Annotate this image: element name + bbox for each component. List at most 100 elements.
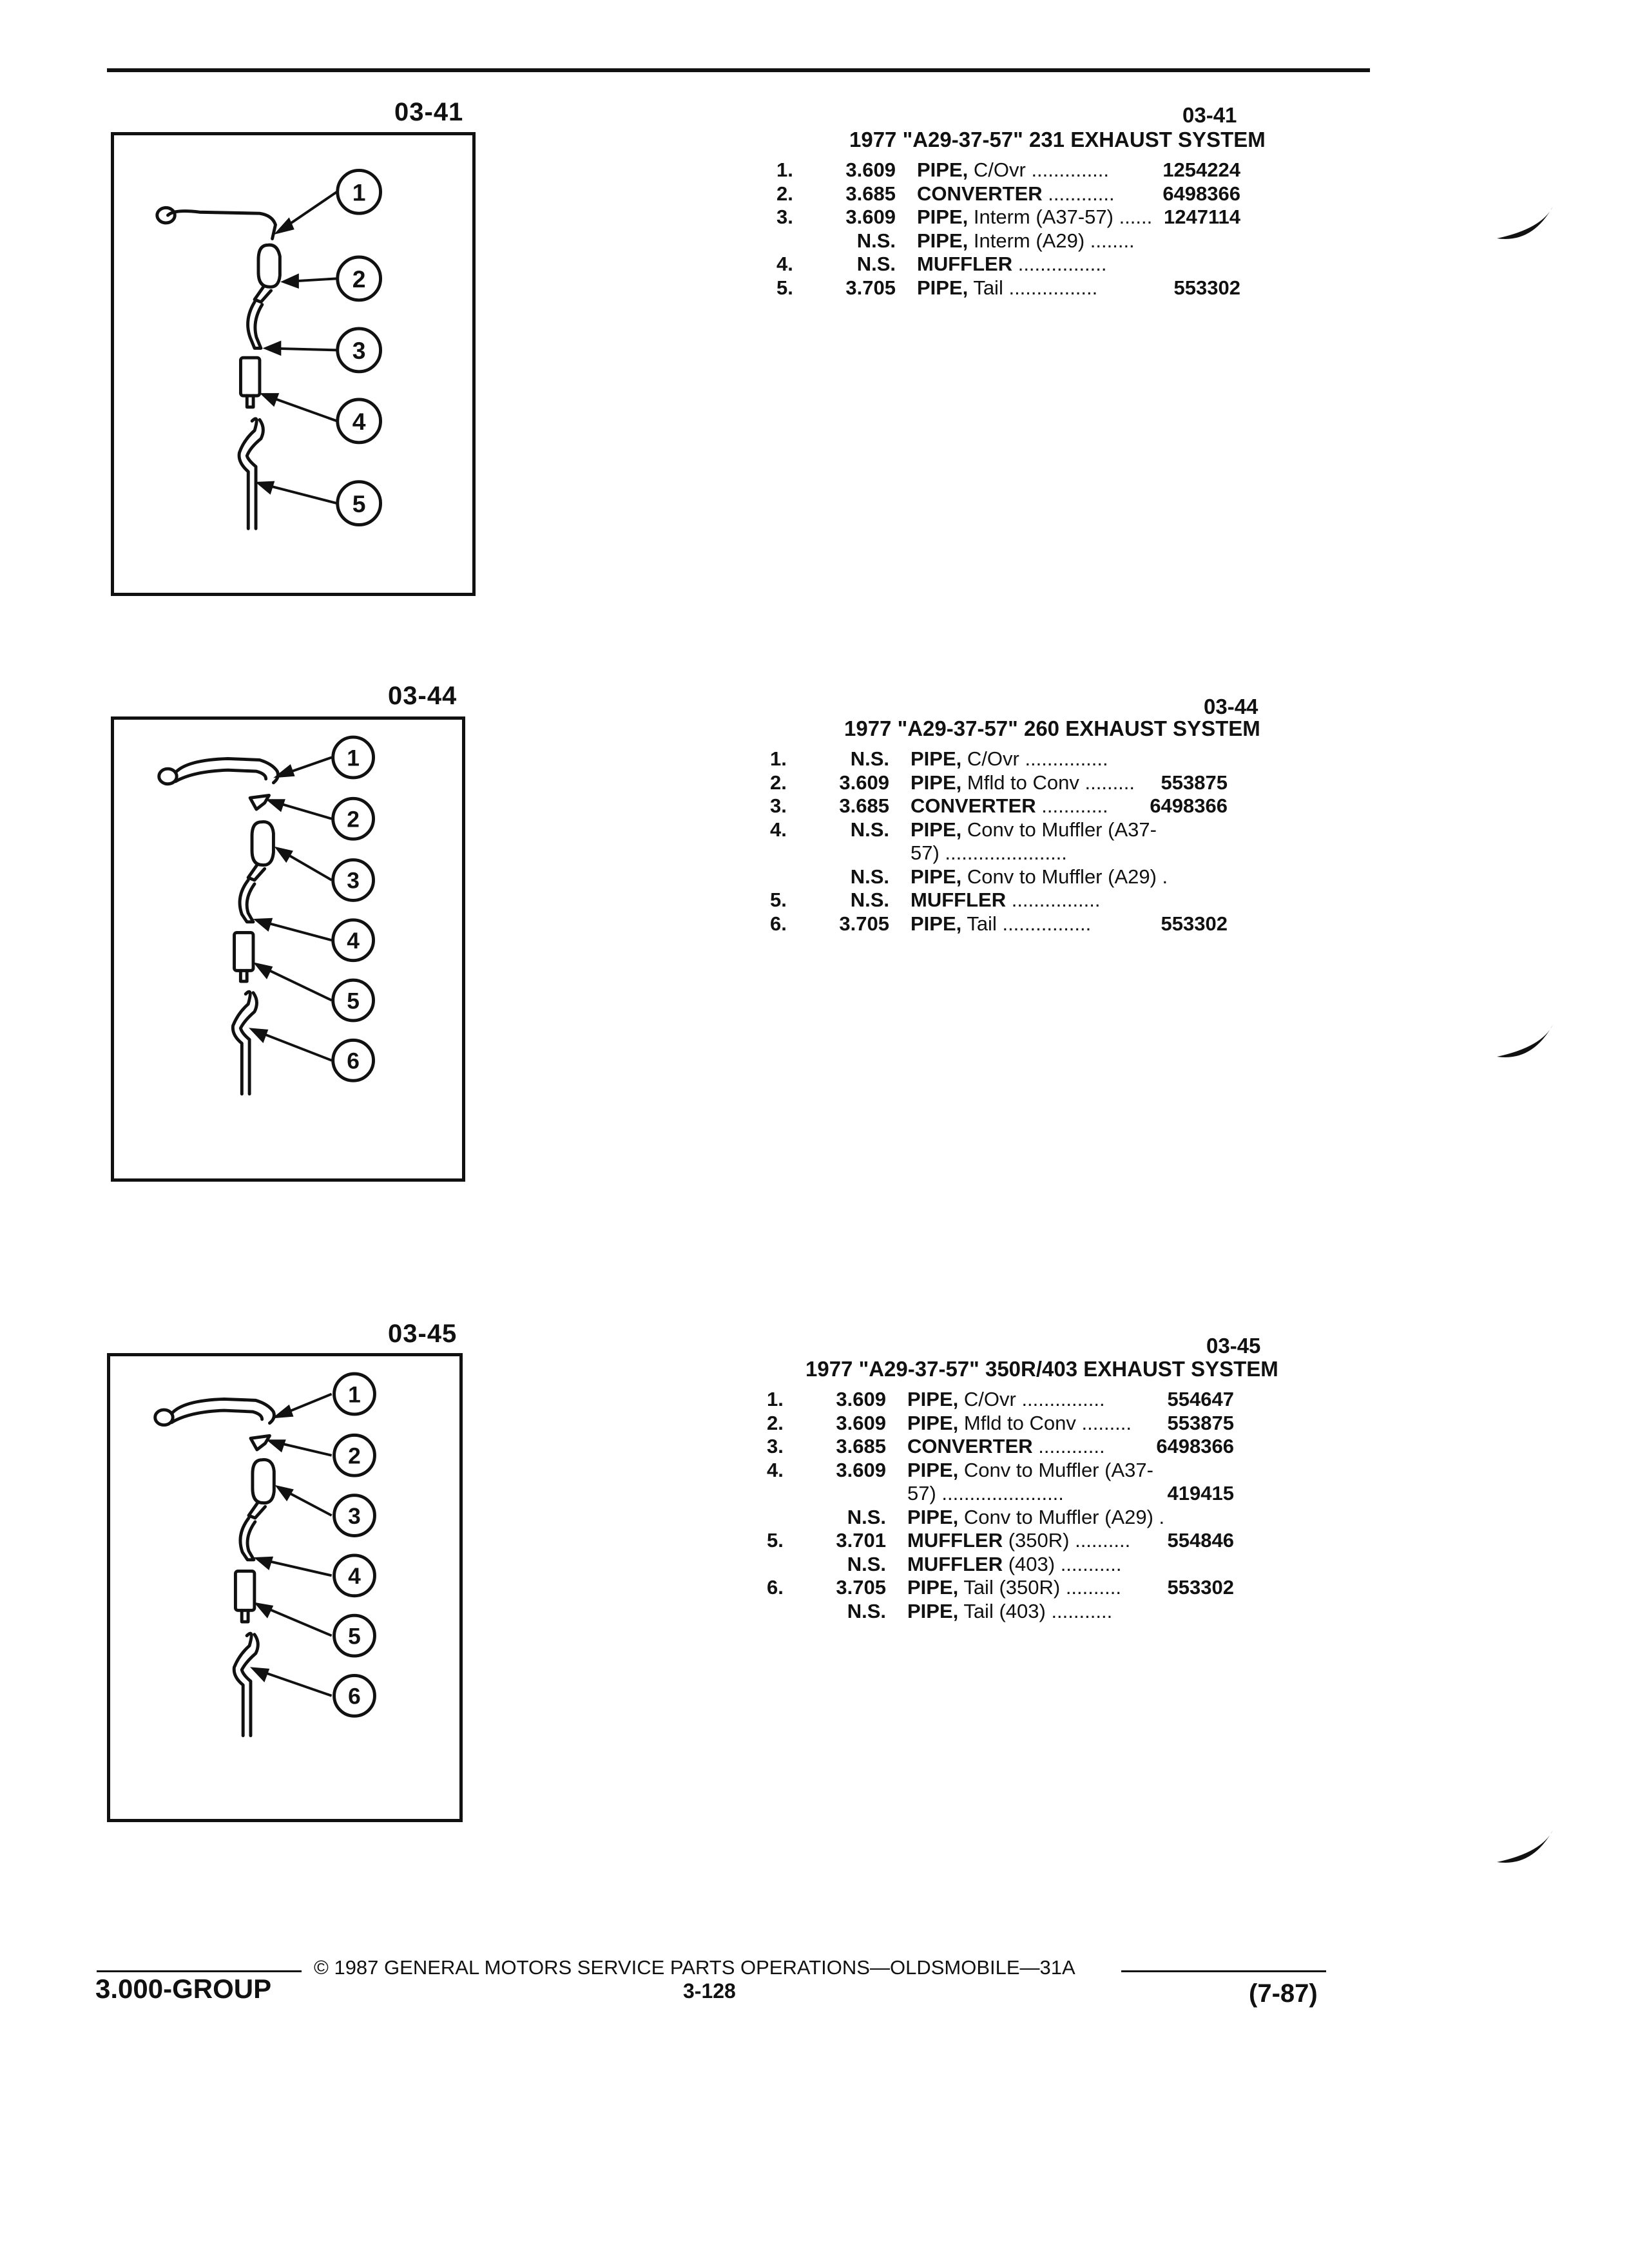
item-number: 5. (767, 1529, 784, 1552)
part-number: 554647 (1167, 1388, 1234, 1410)
part-description: PIPE, Interm (A29) ........ (917, 229, 1252, 253)
group-number: N.S. (850, 865, 889, 888)
callout-5: 5 (347, 988, 360, 1014)
part-description: 57) ...................... (911, 841, 1246, 865)
part-name: MUFFLER (907, 1529, 1003, 1552)
callout-4: 4 (352, 408, 366, 435)
callout-4: 4 (347, 928, 360, 954)
item-number: 1. (770, 747, 787, 770)
part-description: MUFFLER ................ (917, 253, 1252, 276)
leader-dots: ......... (1075, 1411, 1132, 1434)
part-detail: 57) (911, 841, 940, 864)
leader-dots: ........... (1045, 1599, 1113, 1622)
item-number: 1. (767, 1388, 784, 1410)
part-description: MUFFLER (403) ........... (907, 1553, 1242, 1576)
item-number: 4. (767, 1458, 784, 1481)
pipe-crossover (173, 757, 280, 785)
group-number: 3.685 (836, 1435, 886, 1457)
part-number: 1254224 (1162, 159, 1240, 181)
leader-dots: ...................... (936, 1482, 1064, 1504)
item-number: 2. (776, 182, 793, 205)
leader-dots: ............ (1036, 794, 1108, 817)
part-detail: Conv to Muffler (A29) (961, 865, 1157, 888)
group-number: 3.685 (839, 794, 889, 817)
pipe-crossover (166, 209, 277, 240)
group-number: 3.701 (836, 1529, 886, 1552)
group-number: 3.705 (836, 1576, 886, 1599)
part-name: PIPE, (907, 1388, 959, 1410)
pipe-flange (153, 1408, 175, 1427)
mfld-pipe (249, 1434, 271, 1452)
parts-row: 57) ...................... (770, 841, 1363, 865)
part-description: PIPE, C/Ovr ............... (911, 747, 1246, 771)
item-number: 3. (776, 206, 793, 228)
leader-dots: . (1156, 865, 1168, 888)
group-number: N.S. (856, 229, 896, 252)
part-detail: Tail (403) (958, 1599, 1046, 1622)
part-detail: Conv to Muffler (A37- (958, 1458, 1153, 1481)
converter (251, 1458, 276, 1505)
pipe-flange (157, 767, 178, 786)
pipe-tail (231, 990, 258, 1096)
part-detail: C/Ovr (961, 747, 1019, 770)
figure-box-03-45: 1 2 3 4 5 6 (107, 1353, 463, 1822)
callout-1: 1 (348, 1382, 361, 1407)
group-number: 3.685 (845, 182, 896, 205)
leader-dots: ........ (1084, 229, 1135, 252)
callout-3: 3 (352, 337, 366, 364)
part-name: PIPE, (911, 912, 962, 935)
pipe-conv-to-muffler (238, 878, 256, 924)
part-number: 553302 (1161, 912, 1228, 935)
part-description: CONVERTER ............ (917, 182, 1252, 206)
leader-dots: .......... (1060, 1576, 1121, 1599)
item-number: 6. (770, 912, 787, 935)
parts-row: 5.N.S.MUFFLER ................ (770, 889, 1363, 912)
callout-1: 1 (347, 745, 360, 771)
part-name: PIPE, (911, 771, 962, 794)
part-name: PIPE, (917, 276, 969, 299)
section-code-03-41: 03-41 (1182, 103, 1237, 127)
parts-row: 1. N.S. PIPE, C/Ovr ............... (770, 747, 1363, 771)
leader-dots: ............ (1032, 1435, 1105, 1457)
callout-6: 6 (348, 1684, 361, 1709)
figure-box-03-41: 1 2 3 4 5 (111, 132, 476, 596)
part-name: PIPE, (911, 865, 962, 888)
part-name: CONVERTER (907, 1435, 1033, 1457)
part-description: PIPE, C/Ovr .............. (917, 159, 1252, 182)
part-number: 553875 (1167, 1411, 1234, 1434)
group-number: N.S. (847, 1552, 886, 1575)
group-number: 3.609 (836, 1411, 886, 1434)
item-number: 6. (767, 1576, 784, 1599)
part-name: PIPE, (917, 159, 969, 181)
leader-dots: ................ (1012, 253, 1107, 275)
group-number: N.S. (847, 1505, 886, 1528)
part-name: PIPE, (911, 747, 962, 770)
part-description: PIPE, Mfld to Conv ......... (911, 771, 1246, 794)
part-name: MUFFLER (911, 889, 1007, 911)
group-number: 3.609 (836, 1458, 886, 1481)
part-description: PIPE, Tail (403) ........... (907, 1600, 1242, 1623)
part-description: PIPE, Conv to Muffler (A37- (911, 818, 1246, 841)
leader-dots: ............ (1042, 182, 1115, 205)
part-detail: Tail (968, 276, 1003, 299)
section-title-03-41: 1977 "A29-37-57" 231 EXHAUST SYSTEM (849, 128, 1266, 151)
exhaust-diagram-03-41: 1 2 3 4 5 (155, 168, 383, 530)
footer-group: 3.000-GROUP (95, 1974, 272, 2004)
leader-dots: ................ (1003, 276, 1098, 299)
callout-5: 5 (352, 490, 366, 517)
tab-curl-mark (1497, 206, 1553, 239)
part-description: PIPE, Tail ................ (911, 912, 1246, 936)
group-number: N.S. (850, 747, 889, 770)
parts-row: N.S.PIPE, Tail (403) ........... (767, 1600, 1366, 1623)
part-description: CONVERTER ............ (911, 794, 1246, 818)
part-name: MUFFLER (917, 253, 1013, 275)
part-detail: (350R) (1003, 1529, 1070, 1552)
item-number: 2. (770, 771, 787, 794)
muffler (233, 1570, 256, 1612)
